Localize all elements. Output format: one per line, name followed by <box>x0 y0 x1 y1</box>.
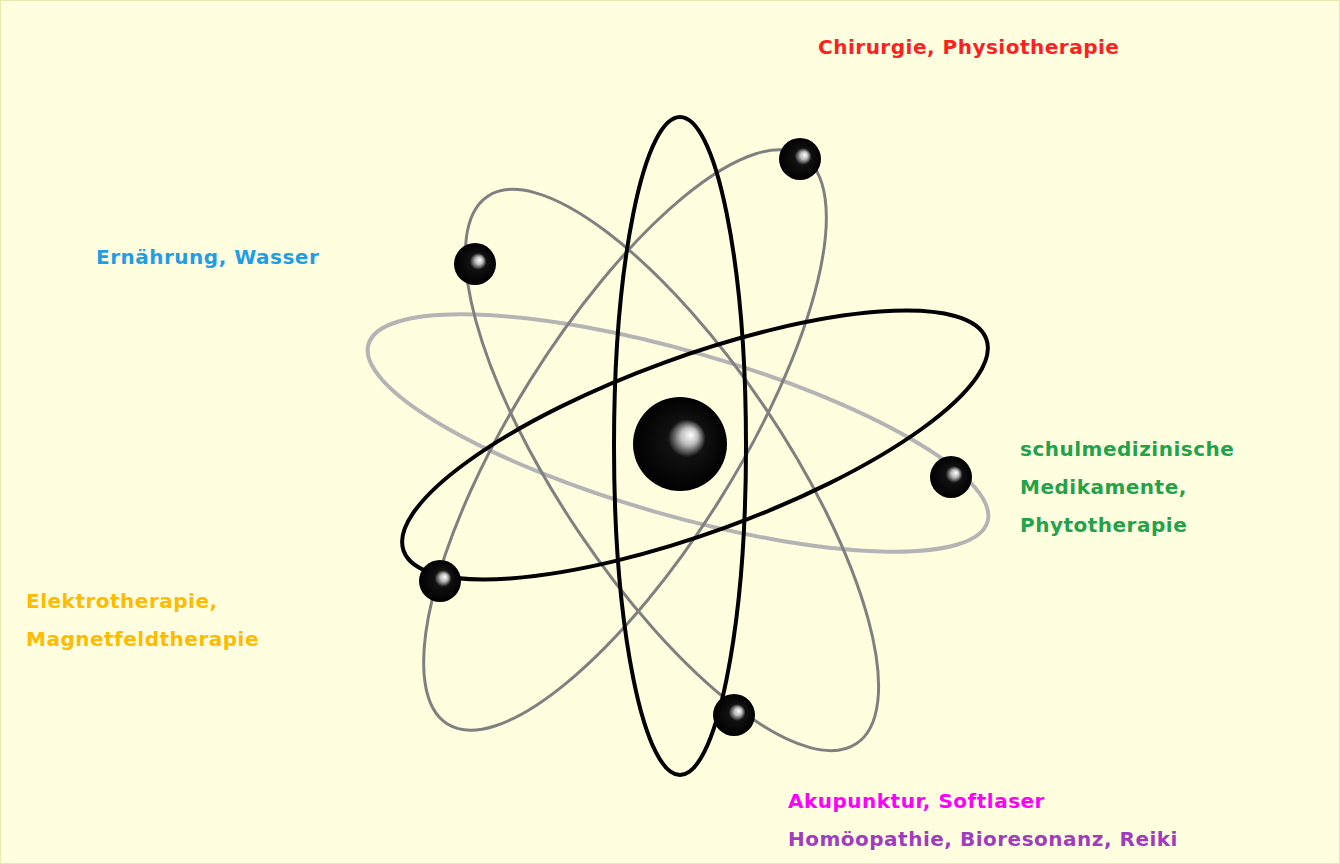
orbit <box>395 134 950 806</box>
nucleus <box>633 397 727 491</box>
therapy-label: Homöopathie, Bioresonanz, Reiki <box>788 820 1178 858</box>
electron <box>930 456 972 498</box>
electron <box>419 560 461 602</box>
orbit <box>614 117 746 775</box>
therapy-label: Elektrotherapie, Magnetfeldtherapie <box>26 582 336 658</box>
therapy-label: Akupunktur, Softlaser <box>788 782 1045 820</box>
electron <box>779 138 821 180</box>
therapy-label: Chirurgie, Physiotherapie <box>818 28 1119 66</box>
electron <box>713 694 755 736</box>
orbit <box>352 97 897 784</box>
therapy-label: schulmedizinische Medikamente, Phytother… <box>1020 430 1320 544</box>
electron <box>454 243 496 285</box>
therapy-label: Ernährung, Wasser <box>96 238 319 276</box>
orbit <box>374 256 1017 633</box>
